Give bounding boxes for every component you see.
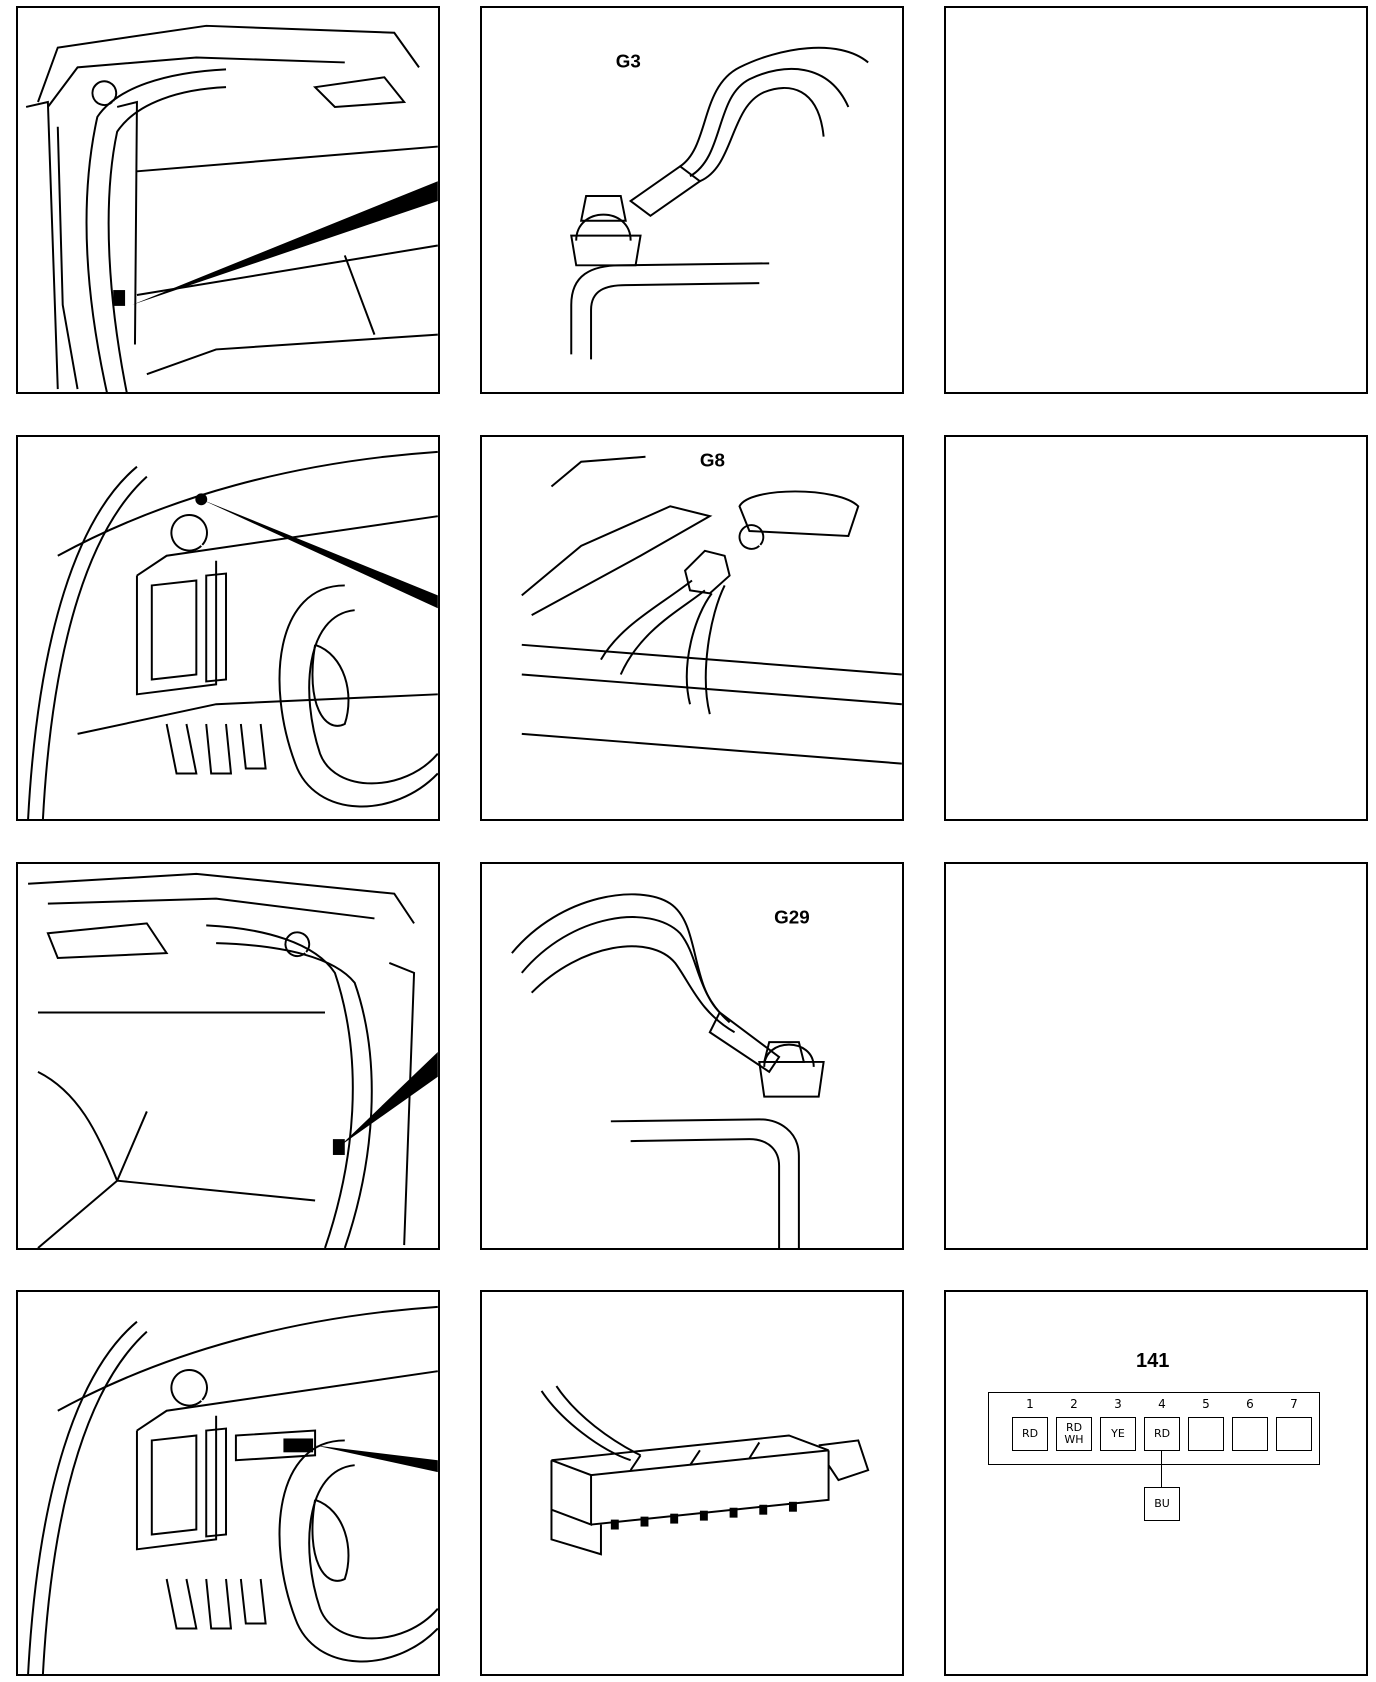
g29-location-view xyxy=(16,862,440,1250)
branch-wire xyxy=(1161,1451,1162,1487)
connector-pinout-panel: 141 1 2 3 4 5 6 7 RD RD WH YE RD BU xyxy=(944,1290,1368,1676)
connector-detail-view xyxy=(480,1290,904,1676)
pin-color-4: RD xyxy=(1144,1417,1180,1451)
g29-label: G29 xyxy=(774,906,810,927)
pin-number-5: 5 xyxy=(1202,1397,1210,1411)
connector-block-illustration xyxy=(540,1385,870,1556)
pin-number-2: 2 xyxy=(1070,1397,1078,1411)
pin-number-6: 6 xyxy=(1246,1397,1254,1411)
g29-detail-view: G29 xyxy=(480,862,904,1250)
g8-detail-view: G8 xyxy=(480,435,904,821)
pin-color-6 xyxy=(1232,1417,1268,1451)
door-frame-illustration-right xyxy=(28,872,438,1248)
pin-number-7: 7 xyxy=(1290,1397,1298,1411)
g3-ground-cable-illustration: G3 xyxy=(570,46,869,360)
connector-housing xyxy=(988,1392,1320,1465)
connector-location-view xyxy=(16,1290,440,1676)
blank-panel-2 xyxy=(944,435,1368,821)
pin-number-1: 1 xyxy=(1026,1397,1034,1411)
pin-color-7 xyxy=(1276,1417,1312,1451)
g8-ground-cable-illustration: G8 xyxy=(521,450,902,765)
pin-number-4: 4 xyxy=(1158,1397,1166,1411)
g8-label: G8 xyxy=(700,450,725,471)
dashboard-illustration xyxy=(27,450,438,819)
connector-title: 141 xyxy=(1136,1350,1170,1372)
g3-location-view xyxy=(16,6,440,394)
g29-ground-cable-illustration: G29 xyxy=(511,893,825,1248)
g3-label: G3 xyxy=(616,50,641,71)
pin-color-1: RD xyxy=(1012,1417,1048,1451)
g3-detail-view: G3 xyxy=(480,6,904,394)
g8-location-view xyxy=(16,435,440,821)
pin-color-5 xyxy=(1188,1417,1224,1451)
pin-color-3: YE xyxy=(1100,1417,1136,1451)
dashboard-connector-illustration xyxy=(27,1305,438,1674)
pin-color-2: RD WH xyxy=(1056,1417,1092,1451)
blank-panel-1 xyxy=(944,6,1368,394)
door-frame-illustration xyxy=(25,24,438,392)
pin-number-3: 3 xyxy=(1114,1397,1122,1411)
blank-panel-3 xyxy=(944,862,1368,1250)
branch-color-box: BU xyxy=(1144,1487,1180,1521)
